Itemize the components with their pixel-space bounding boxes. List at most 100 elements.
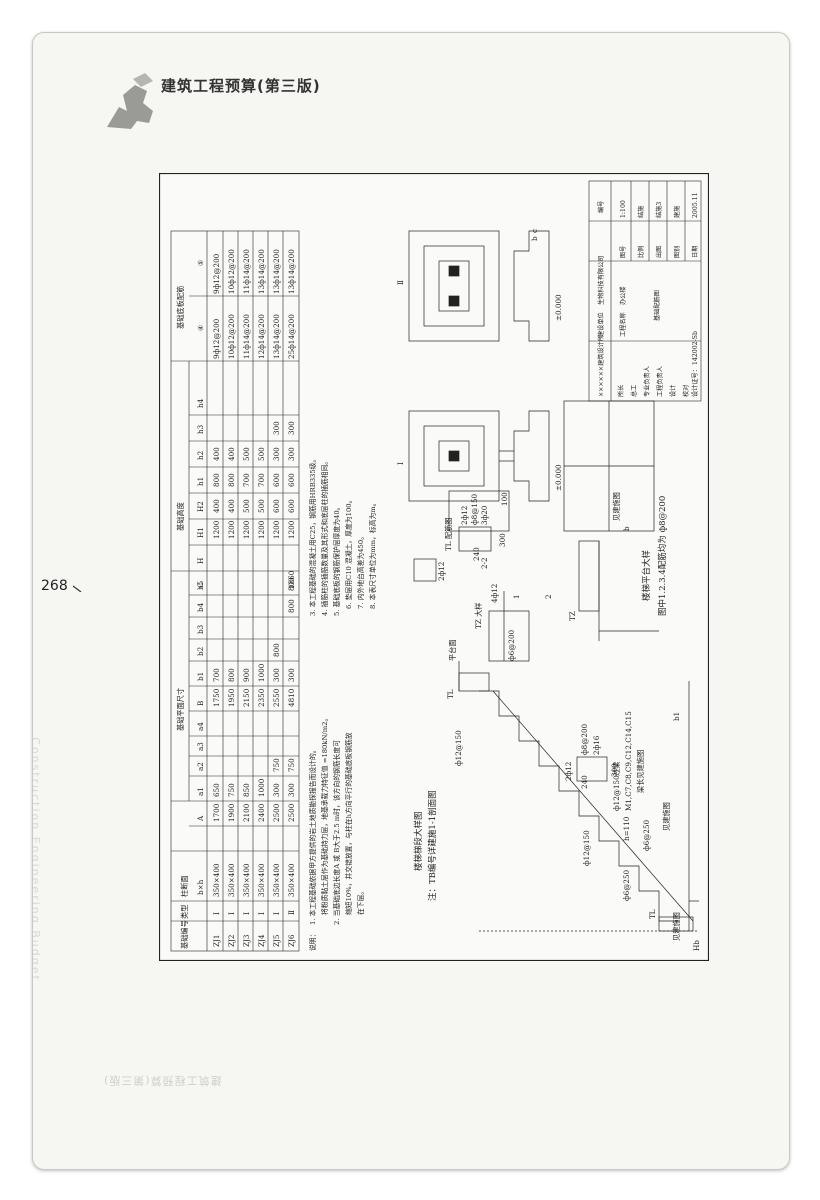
cell-type: Ⅰ (212, 912, 221, 915)
stair-thickness: h=110 (622, 816, 631, 841)
type1-elev: ±0.000 (554, 464, 563, 491)
table-row: ZJ4Ⅰ350×40024001000235010001200500700500… (257, 249, 266, 947)
tb-right-label: 比例 (637, 246, 645, 258)
cell-h1: 700 (257, 473, 266, 487)
tz-rebar: 4ф12 (490, 584, 499, 603)
cell-b1: 800 (227, 668, 236, 682)
cell-rebar-4: 9ф12@200 (212, 318, 221, 359)
lintel-bottom: 2ф16 (592, 735, 601, 755)
tb-company: ××××××建筑设计所 (597, 335, 605, 397)
cell-a1: 300 (272, 783, 281, 797)
lintel-stirrup: ф8@200 (580, 723, 589, 755)
stair-tl-bottom: TL (648, 909, 657, 919)
cell-section: 350×400 (212, 863, 221, 897)
foundation-table: 基础编号 类型 柱断面 b×h 基础平面尺寸 基础高度 基础底板配筋 ④ ⑤ A… (170, 230, 300, 952)
th-rebar: 基础底板配筋 (176, 286, 185, 329)
cell-h1: 600 (287, 473, 296, 487)
table-row: ZJ1Ⅰ350×4001700650175070012004008004009ф… (212, 253, 221, 947)
page-number-tick-icon (73, 585, 82, 592)
tz-rebar-2: 2ф12 (437, 562, 446, 581)
cell-A: 1900 (227, 803, 236, 822)
th-plane-a4: a4 (196, 722, 205, 731)
platform-jian-shi: 见建施图 (612, 492, 621, 521)
drawing-svg: 基础编号 类型 柱断面 b×h 基础平面尺寸 基础高度 基础底板配筋 ④ ⑤ A… (158, 172, 710, 962)
stair-detail (458, 661, 699, 932)
cell-b1: 1000 (257, 663, 266, 682)
cell-A: 2100 (242, 803, 251, 822)
table-row: ZJ3Ⅰ350×40021008502150900120050070050011… (242, 249, 251, 947)
th-type: 类型 (180, 905, 189, 919)
type2-c: c (530, 229, 539, 233)
note-1: 1. 本工程基础依据甲方提供的岩土地质勘探报告而设计的。 (308, 746, 317, 925)
tz-section: 2-2 (480, 557, 489, 569)
structural-drawing: 基础编号 类型 柱断面 b×h 基础平面尺寸 基础高度 基础底板配筋 ④ ⑤ A… (158, 172, 710, 962)
tl-title: TL 配筋图 (444, 518, 453, 551)
cell-H1: 1200 (242, 520, 251, 539)
cell-a2: 750 (272, 758, 281, 772)
bleed-through-footer: 建筑工程预算(第三版) (103, 1074, 222, 1087)
th-id: 基础编号 (180, 920, 189, 949)
cell-H2: 600 (272, 499, 281, 513)
foundation-type2 (408, 230, 550, 342)
cell-b1: 300 (272, 668, 281, 682)
cell-H1: 1200 (287, 520, 296, 539)
cell-section: 350×400 (227, 863, 236, 897)
note-6: 6. 垫层用C10 混凝土，厚度为100。 (344, 497, 353, 609)
note-3: 3. 本工程基础的混凝土用C25，钢筋用HRB335级。 (308, 456, 317, 616)
cell-h1: 700 (242, 473, 251, 487)
th-section: 柱断面 (180, 875, 189, 897)
cell-b1: 700 (212, 668, 221, 682)
bleed-through-spine: Construction Engineering Budget (32, 737, 42, 982)
cell-H2: 400 (212, 499, 221, 513)
tb-right-value: 结施3 (655, 202, 663, 218)
th-height-H1: H1 (196, 527, 205, 538)
cell-h1: 800 (227, 473, 236, 487)
lintel-height: 300 (610, 763, 619, 777)
note-5: 5. 基础底板的钢筋保护层厚度为40。 (332, 504, 341, 616)
cell-A: 2500 (272, 803, 281, 822)
book-logo-icon (107, 73, 153, 129)
cell-h3: 300 (272, 421, 281, 435)
th-height-h3: h3 (196, 424, 205, 434)
cell-type: Ⅰ (227, 912, 236, 915)
cell-b1: 300 (287, 668, 296, 682)
note-7: 7. 内外地台高差为450。 (356, 533, 365, 609)
cell-rebar-4: 12ф14@200 (257, 314, 266, 359)
cell-h1: 800 (212, 473, 221, 487)
note-8: 8. 本表尺寸单位为mm，标高为m。 (368, 499, 377, 609)
cell-B: 2550 (272, 688, 281, 707)
lintel-width: 240 (580, 775, 589, 789)
cell-h2: 500 (242, 447, 251, 461)
cell-rebar-4: 25ф14@200 (287, 314, 296, 359)
cell-rebar-5: 9ф12@200 (212, 253, 221, 294)
stair-hb: Hb (692, 940, 701, 951)
cell-a2: 750 (287, 758, 296, 772)
tl-height: 300 (498, 533, 507, 547)
platform-title: 楼梯平台大样 (641, 549, 652, 601)
stair-jian-shi-2: 见建施图 (662, 802, 671, 831)
cell-type: Ⅰ (242, 912, 251, 915)
cell-A: 2400 (257, 803, 266, 822)
cell-rebar-5: 11ф14@200 (242, 249, 251, 294)
th-plane-b4: b4 (196, 602, 205, 612)
type2-elev: ±0.000 (554, 294, 563, 321)
cell-rebar-5: 13ф14@200 (257, 249, 266, 294)
note-1b: 将粉质黏土层作为基础持力层，地基承载力特征值 =180kN/m2。 (320, 715, 329, 915)
tl-stirrup: ф8@150 (470, 493, 479, 525)
cell-A: 2500 (287, 803, 296, 822)
tb-right-label: 图别 (673, 246, 681, 258)
tb-client-label: 建设单位 (597, 312, 605, 337)
tb-right-value: 结施 (637, 206, 645, 218)
table-row: ZJ2Ⅰ350×40019007501950800120040080040010… (227, 249, 236, 947)
cell-rebar-5: 13ф14@200 (287, 249, 296, 294)
type1-label: Ⅰ (396, 462, 405, 465)
cell-id: ZJ1 (212, 935, 221, 947)
th-plane-A: A (196, 815, 205, 822)
cell-C: 1860 (287, 570, 296, 589)
th-height-h1: h1 (196, 477, 205, 486)
lintel-note: 梁长见建施图 (636, 750, 645, 793)
tz-title: TZ 大样 (474, 603, 483, 629)
cell-a1: 850 (242, 783, 251, 797)
foundation-type1 (408, 410, 550, 502)
